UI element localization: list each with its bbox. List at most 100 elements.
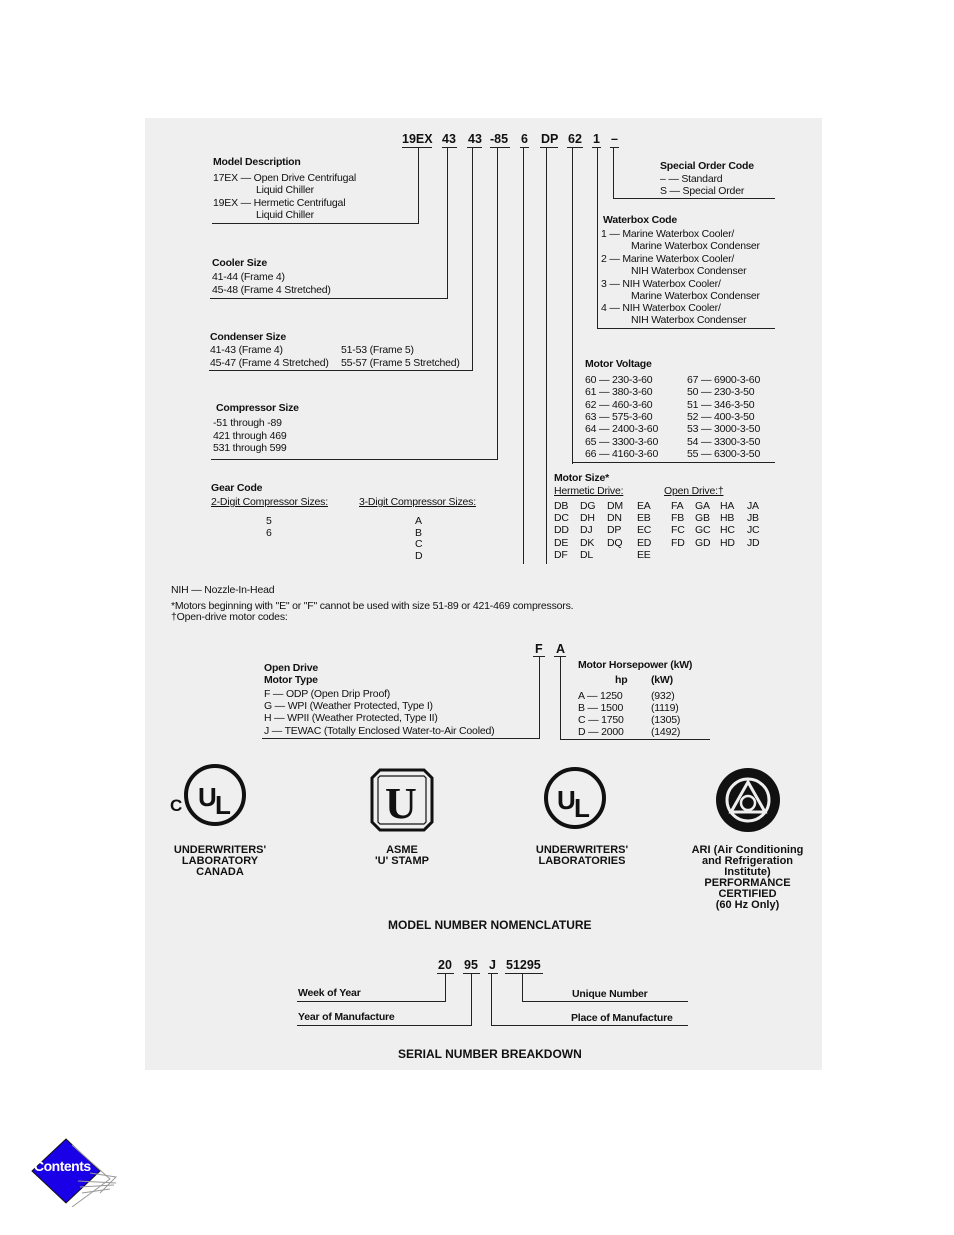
cooler-size-title: Cooler Size xyxy=(212,257,267,269)
motor-voltage-title: Motor Voltage xyxy=(585,358,652,370)
hermetic-motor-code: EB xyxy=(637,512,651,525)
serial-unique-rule xyxy=(522,1001,688,1002)
motor-hp-title: Motor Horsepower (kW) xyxy=(578,659,693,671)
serial-year-rule xyxy=(297,1025,472,1026)
motor-type-row: F — ODP (Open Drip Proof) xyxy=(264,688,391,700)
condenser-size-title: Condenser Size xyxy=(210,331,286,343)
ul-icon: U L xyxy=(544,767,606,829)
serial-week-rule xyxy=(297,1001,446,1002)
serial-unique-code: 51295 xyxy=(506,958,541,972)
special-order-row: – — Standard xyxy=(660,173,723,185)
motor-voltage-row: 64 — 2400-3-60 xyxy=(585,423,659,435)
leader-line xyxy=(613,148,614,199)
open-drive-code-f: F xyxy=(535,642,543,656)
motor-voltage-row: 67 — 6900-3-60 xyxy=(687,374,761,386)
hermetic-motor-code: DP xyxy=(607,524,622,537)
hermetic-motor-code: EC xyxy=(637,524,652,537)
waterbox-title: Waterbox Code xyxy=(603,214,678,226)
motor-hp-row: (932) xyxy=(651,690,675,702)
gear-3digit-value: A xyxy=(415,515,422,527)
compressor-size-row: 421 through 469 xyxy=(213,430,287,442)
contents-button[interactable]: Contents xyxy=(30,1137,118,1208)
hermetic-motor-code: DL xyxy=(580,548,594,561)
serial-place-rule xyxy=(491,1025,688,1026)
serial-week-code: 20 xyxy=(438,958,452,972)
open-motor-code: JA xyxy=(747,500,759,512)
waterbox-row: 4 — NIH Waterbox Cooler/ xyxy=(601,302,721,314)
leader-line xyxy=(522,974,523,1002)
model-description-row: 19EX — Hermetic Centrifugal xyxy=(213,197,346,209)
motor-voltage-rule xyxy=(572,462,775,463)
special-order-row: S — Special Order xyxy=(660,185,745,197)
condenser-size-rule xyxy=(209,370,473,371)
gear-2digit-value: 6 xyxy=(266,527,272,539)
open-motor-code: FC xyxy=(671,524,685,537)
ul-label: UNDERWRITERS' LABORATORIES xyxy=(535,844,629,867)
motor-type-row: H — WPII (Weather Protected, Type II) xyxy=(264,712,438,724)
motor-voltage-row: 50 — 230-3-50 xyxy=(687,386,755,398)
open-motor-code: FA xyxy=(671,500,684,512)
motor-voltage-row: 62 — 460-3-60 xyxy=(585,399,653,411)
leader-line xyxy=(418,148,419,224)
code-voltage: 62 xyxy=(568,132,582,146)
model-description-row: Liquid Chiller xyxy=(256,209,314,221)
motor-hp-row: A — 1250 xyxy=(578,690,623,702)
waterbox-row: NIH Waterbox Condenser xyxy=(631,265,747,277)
leader-line xyxy=(497,148,498,460)
hermetic-motor-code: DN xyxy=(607,512,622,525)
motor-hp-row: (1305) xyxy=(651,714,681,726)
code-condenser: 43 xyxy=(468,132,482,146)
ul-canada-label: UNDERWRITERS' LABORATORY CANADA xyxy=(173,844,267,878)
open-motor-code: GD xyxy=(695,536,711,549)
code-underline xyxy=(505,973,543,974)
code-underline xyxy=(533,656,545,657)
ari-icon xyxy=(716,768,780,832)
hermetic-motor-code: DH xyxy=(580,512,595,525)
leader-line xyxy=(546,148,547,564)
motor-voltage-row: 65 — 3300-3-60 xyxy=(585,436,659,448)
code-underline xyxy=(402,147,432,148)
motor-type-row: G — WPI (Weather Protected, Type I) xyxy=(264,700,433,712)
condenser-size-row: 41-43 (Frame 4) xyxy=(210,344,283,356)
code-special: – xyxy=(611,132,618,146)
compressor-size-rule xyxy=(211,459,498,460)
hermetic-motor-code: DB xyxy=(554,500,569,512)
contents-label: Contents xyxy=(34,1158,91,1174)
motor-voltage-row: 55 — 6300-3-50 xyxy=(687,448,761,460)
special-order-title: Special Order Code xyxy=(660,160,754,172)
code-underline xyxy=(592,147,601,148)
gear-2digit-value: 5 xyxy=(266,515,272,527)
gear-code-title: Gear Code xyxy=(211,482,263,494)
open-motor-code: FB xyxy=(671,512,685,525)
motor-voltage-row: 51 — 346-3-50 xyxy=(687,399,755,411)
leader-line xyxy=(471,974,472,1026)
hermetic-motor-code: EE xyxy=(637,548,651,561)
cooler-size-rule xyxy=(210,298,448,299)
leader-line xyxy=(445,974,446,1002)
waterbox-row: Marine Waterbox Condenser xyxy=(631,290,760,302)
open-motor-code: HD xyxy=(720,536,735,549)
gear-3digit-value: C xyxy=(415,538,423,550)
code-underline xyxy=(442,147,457,148)
open-drive-code-a: A xyxy=(556,642,566,656)
hermetic-motor-code: DF xyxy=(554,548,568,561)
compressor-size-title: Compressor Size xyxy=(216,402,299,414)
serial-week-label: Week of Year xyxy=(298,987,361,999)
leader-line xyxy=(539,657,540,739)
code-underline xyxy=(488,973,498,974)
hermetic-motor-code: DG xyxy=(580,500,596,512)
open-motor-code: FD xyxy=(671,536,685,549)
motor-voltage-row: 60 — 230-3-60 xyxy=(585,374,653,386)
condenser-size-row: 51-53 (Frame 5) xyxy=(341,344,414,356)
hermetic-motor-code: DC xyxy=(554,512,569,525)
waterbox-rule xyxy=(597,328,775,329)
waterbox-row: 3 — NIH Waterbox Cooler/ xyxy=(601,278,721,290)
hermetic-motor-code: DJ xyxy=(580,524,593,537)
motor-type-rule xyxy=(262,738,540,739)
leader-line xyxy=(491,974,492,1026)
footnote-motors: *Motors beginning with "E" or "F" cannot… xyxy=(171,600,574,612)
code-compressor: -85 xyxy=(490,132,509,146)
leader-line xyxy=(447,148,448,299)
ari-label: ARI (Air Conditioning and Refrigeration … xyxy=(691,844,804,911)
